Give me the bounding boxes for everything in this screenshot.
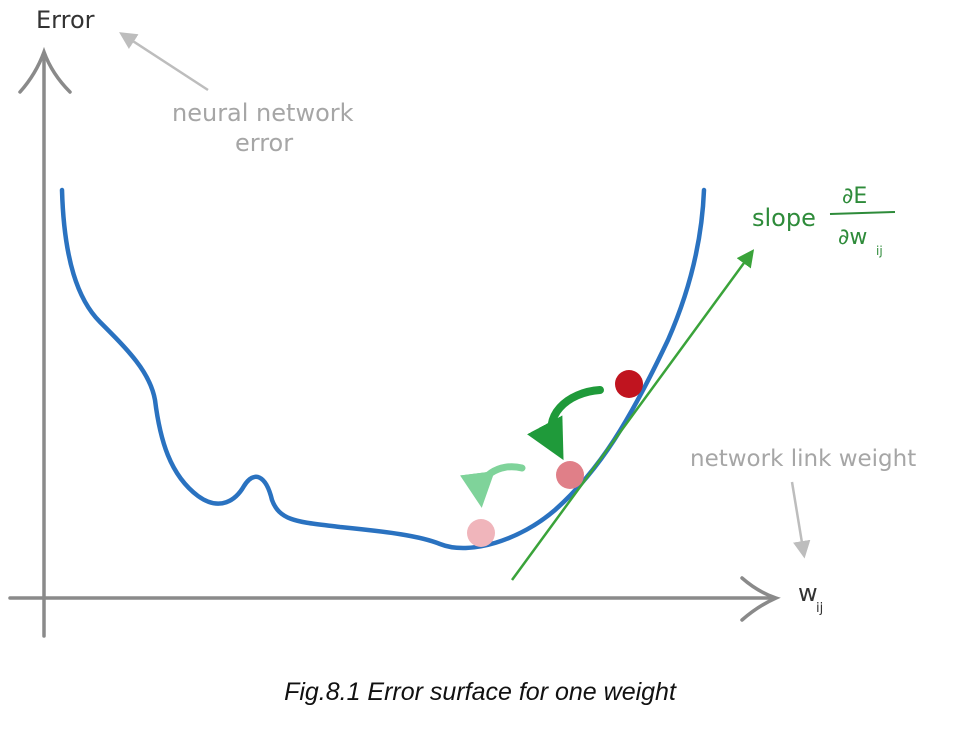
weight-note-arrow: [790, 481, 811, 559]
y-axis: [18, 46, 72, 638]
error-note-arrow: [119, 32, 209, 92]
error-curve: [59, 187, 707, 551]
ball-next-position: [556, 461, 584, 489]
error-surface-diagram: Error w ij neural network error network …: [8, 6, 916, 638]
error-note: neural network error: [119, 32, 354, 157]
y-axis-label: Error: [36, 6, 95, 34]
ball-current-position: [615, 370, 643, 398]
slope-fraction-bar: [829, 211, 896, 215]
slope-denominator-subscript: ij: [876, 244, 883, 258]
slope-word: slope: [752, 204, 816, 232]
weight-note-label: network link weight: [690, 446, 916, 472]
x-axis: [8, 576, 781, 622]
x-axis-label: w ij: [798, 579, 823, 616]
slope-tangent-arrow: [510, 249, 755, 581]
slope-denominator: ∂w: [838, 225, 867, 250]
step-arrow-light: [460, 463, 526, 508]
error-note-line-1: neural network: [172, 99, 354, 127]
weight-note: network link weight: [690, 446, 916, 559]
ball-later-position: [467, 519, 495, 547]
slope-label: slope ∂E ∂w ij: [752, 184, 896, 258]
error-note-line-2: error: [235, 129, 293, 157]
figure-caption: Fig.8.1 Error surface for one weight: [284, 678, 676, 706]
x-axis-label-subscript: ij: [816, 601, 823, 616]
step-arrow-dark: [527, 386, 604, 461]
slope-numerator: ∂E: [842, 184, 867, 209]
x-axis-label-main: w: [798, 579, 818, 607]
